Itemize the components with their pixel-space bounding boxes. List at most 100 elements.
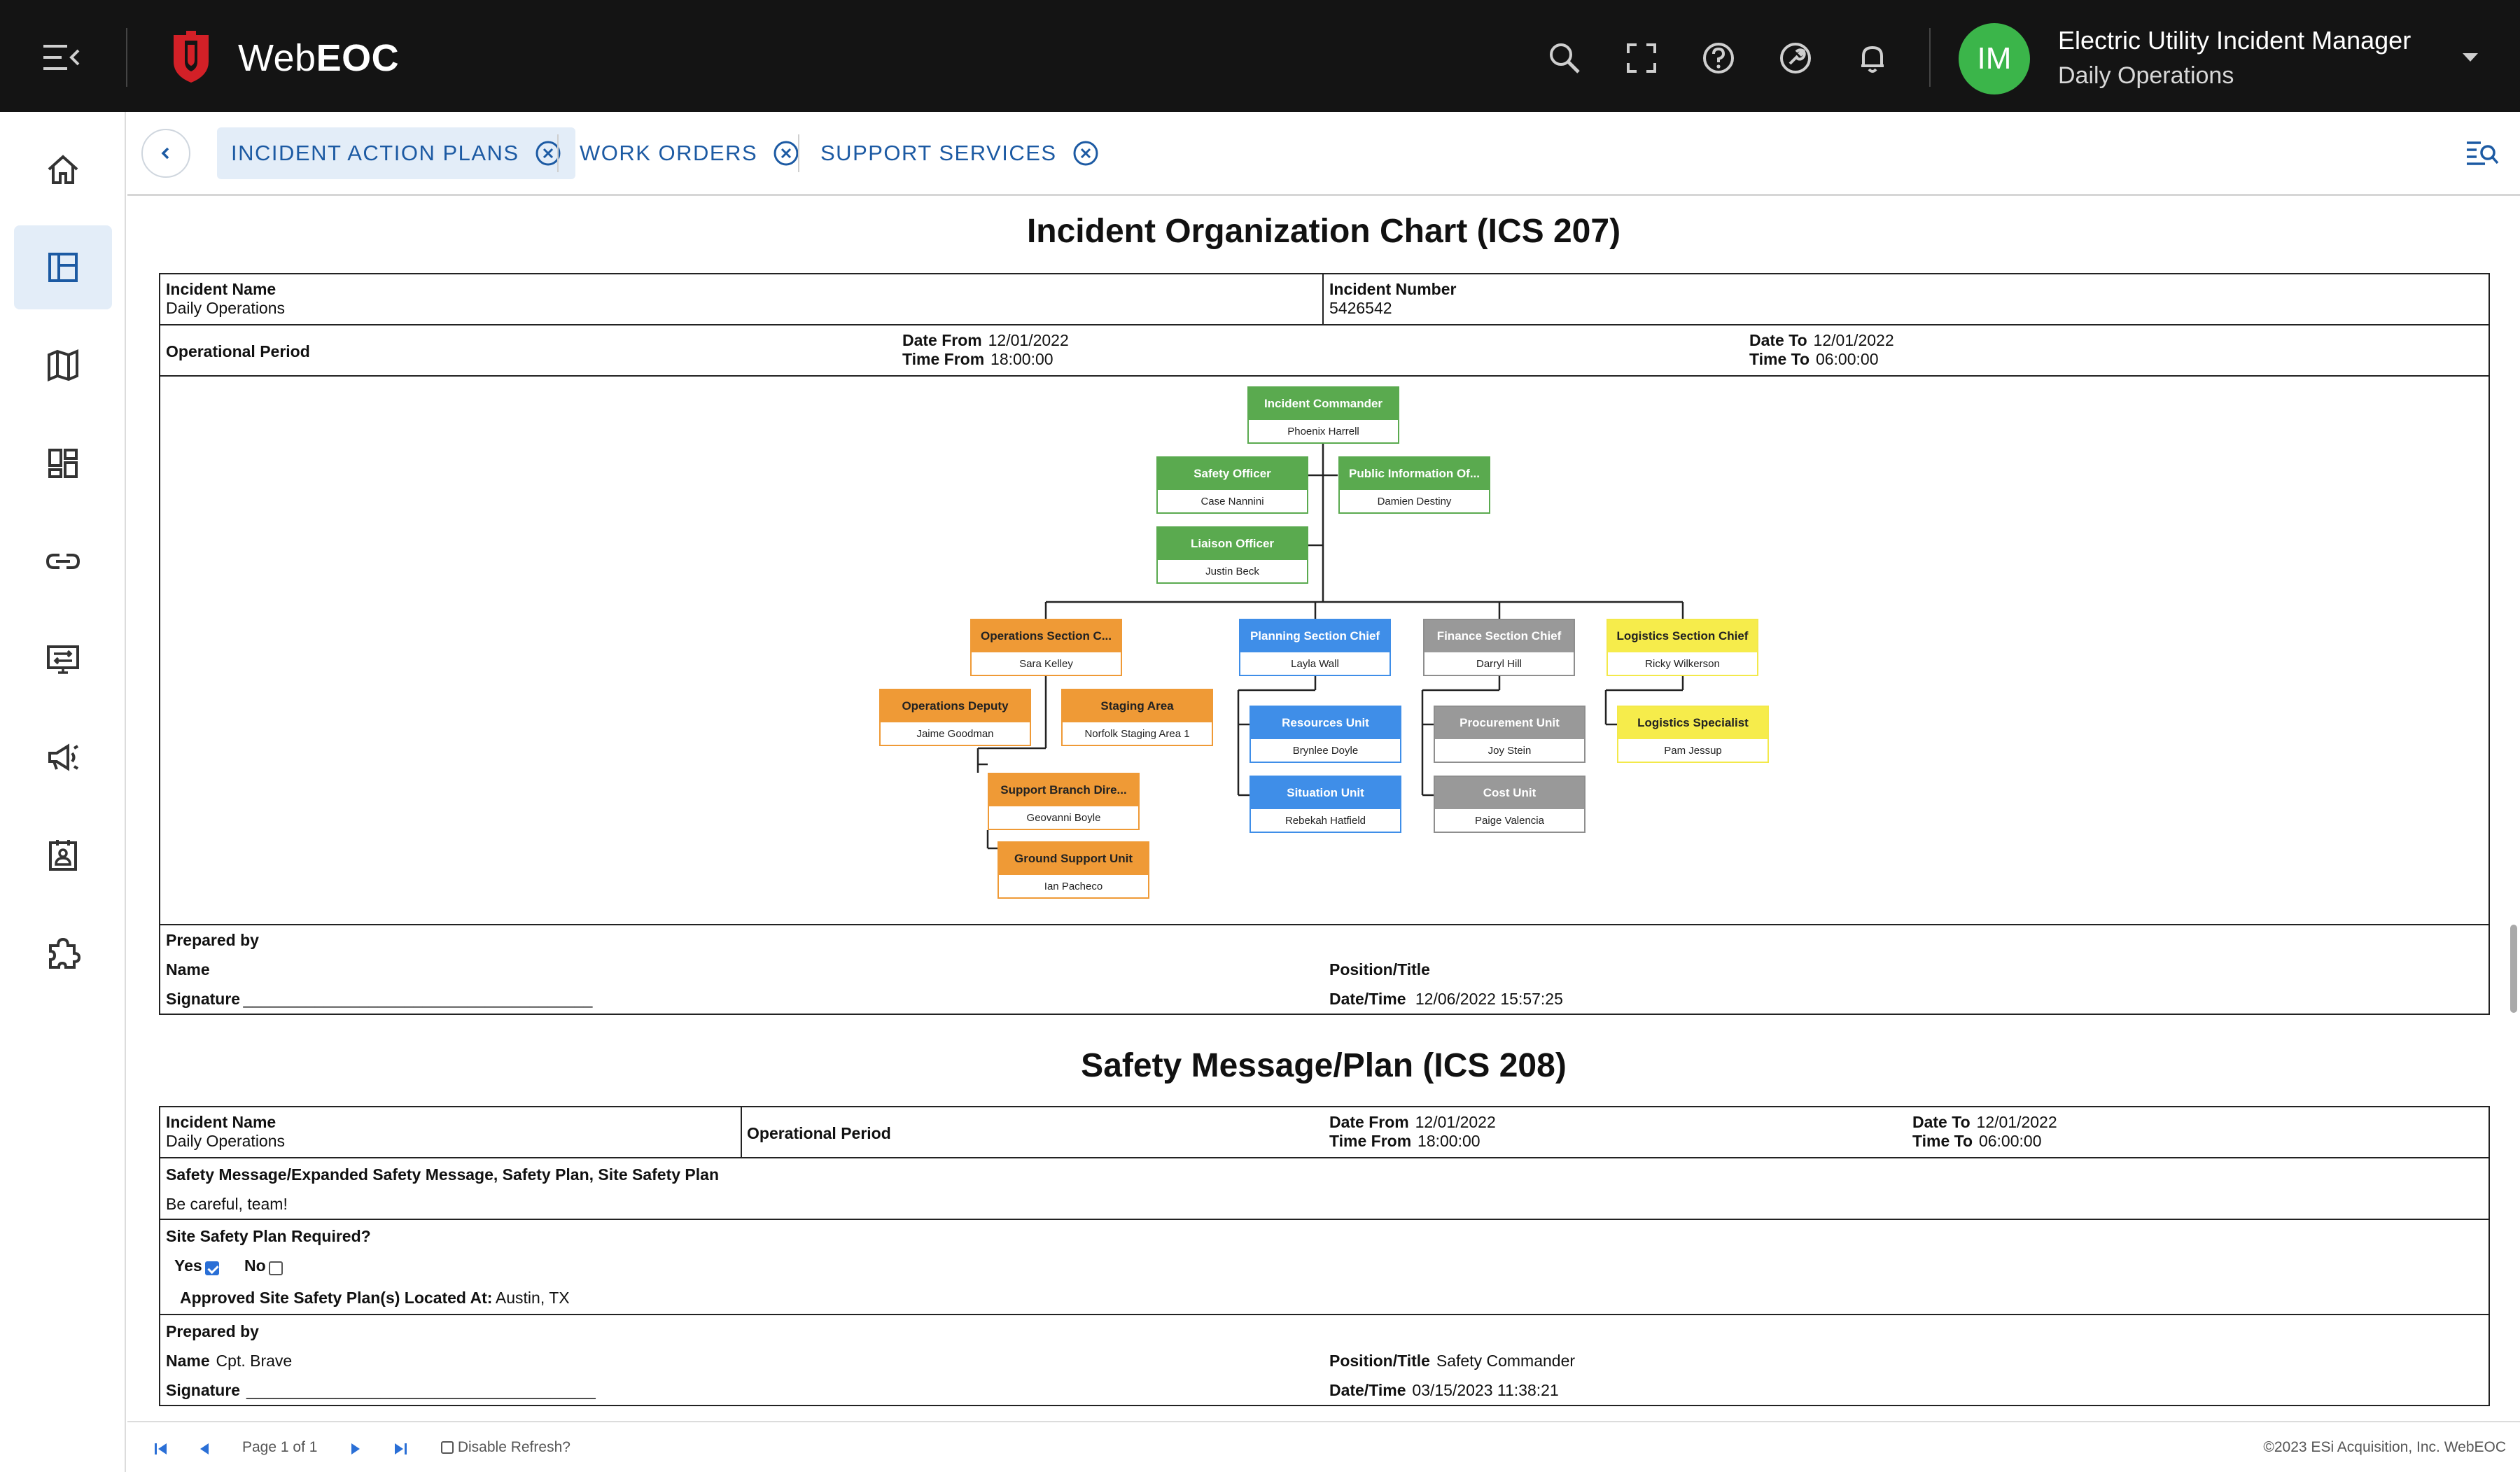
integration-icon: [47, 645, 79, 674]
first-page-icon[interactable]: [153, 1441, 169, 1457]
org-box-liaison-officer[interactable]: Liaison Officer Justin Beck: [1156, 526, 1308, 584]
org-box-operations-section-chief[interactable]: Operations Section C... Sara Kelley: [970, 619, 1122, 676]
sidebar-item-plugins[interactable]: [14, 911, 112, 995]
org-box-name: Joy Stein: [1488, 744, 1532, 757]
close-tab-icon[interactable]: [773, 140, 799, 167]
copyright: ©2023 ESi Acquisition, Inc. WebEOC: [2263, 1439, 2506, 1455]
org-box-title: Cost Unit: [1435, 777, 1584, 809]
prepared-by-label: Prepared by: [166, 931, 259, 949]
tab-incident-action-plans[interactable]: INCIDENT ACTION PLANS: [217, 127, 575, 179]
org-box-name: Ian Pacheco: [1044, 880, 1103, 892]
sidebar-item-contacts[interactable]: [14, 813, 112, 897]
org-box-logistics-section-chief[interactable]: Logistics Section Chief Ricky Wilkerson: [1606, 619, 1758, 676]
org-box-ground-support-unit[interactable]: Ground Support Unit Ian Pacheco: [997, 841, 1149, 899]
tab-label: SUPPORT SERVICES: [820, 141, 1057, 165]
org-box-finance-section-chief[interactable]: Finance Section Chief Darryl Hill: [1423, 619, 1575, 676]
org-box-support-branch-director[interactable]: Support Branch Dire... Geovanni Boyle: [988, 773, 1140, 830]
no-checkbox[interactable]: [269, 1261, 284, 1275]
org-box-title: Operations Deputy: [881, 690, 1030, 722]
boards-icon: [48, 253, 78, 282]
date-to-label: Date To: [1912, 1113, 1970, 1131]
tab-work-orders[interactable]: WORK ORDERS: [566, 127, 813, 179]
site-safety-plan-label: Site Safety Plan Required?: [166, 1227, 371, 1245]
next-page-icon[interactable]: [347, 1441, 364, 1457]
yes-checkbox[interactable]: [205, 1261, 220, 1275]
previous-page-icon[interactable]: [196, 1441, 213, 1457]
org-box-safety-officer[interactable]: Safety Officer Case Nannini: [1156, 456, 1308, 514]
topbar-divider: [1929, 28, 1931, 87]
org-box-procurement-unit[interactable]: Procurement Unit Joy Stein: [1434, 706, 1586, 763]
org-box-title: Planning Section Chief: [1240, 620, 1390, 652]
disable-refresh-checkbox[interactable]: [441, 1441, 454, 1455]
time-to-label: Time To: [1912, 1132, 1973, 1150]
no-label: No: [244, 1256, 266, 1275]
tab-bar: INCIDENT ACTION PLANS WORK ORDERS SUPPOR…: [127, 112, 2520, 196]
help-icon[interactable]: [1701, 41, 1736, 76]
close-tab-icon[interactable]: [535, 140, 561, 167]
date-to-value: 12/01/2022: [1976, 1113, 2057, 1131]
org-box-name: Geovanni Boyle: [1026, 811, 1101, 824]
date-from-label: Date From: [1329, 1113, 1409, 1131]
incident-name-value: Daily Operations: [166, 299, 286, 317]
org-box-name: Pam Jessup: [1664, 744, 1722, 757]
org-box-planning-section-chief[interactable]: Planning Section Chief Layla Wall: [1239, 619, 1391, 676]
org-box-name: Sara Kelley: [1019, 657, 1073, 670]
last-page-icon[interactable]: [392, 1441, 409, 1457]
sidebar-item-integration[interactable]: [14, 617, 112, 701]
datetime-value: 12/06/2022 15:57:25: [1415, 990, 1563, 1008]
collapse-menu-icon[interactable]: [43, 43, 80, 71]
yes-label: Yes: [174, 1256, 202, 1275]
link-icon: [46, 554, 80, 569]
time-to-value: 06:00:00: [1815, 350, 1879, 368]
disable-refresh-option: Disable Refresh?: [441, 1439, 570, 1456]
org-box-resources-unit[interactable]: Resources Unit Brynlee Doyle: [1250, 706, 1401, 763]
org-box-operations-deputy[interactable]: Operations Deputy Jaime Goodman: [879, 689, 1031, 746]
bell-icon[interactable]: [1855, 41, 1890, 76]
tools-icon[interactable]: [1778, 41, 1813, 76]
search-icon[interactable]: [1547, 41, 1582, 76]
org-box-incident-commander[interactable]: Incident Commander Phoenix Harrell: [1247, 386, 1399, 444]
sidebar-item-dashboard[interactable]: [14, 421, 112, 505]
time-to-label: Time To: [1749, 350, 1810, 368]
org-box-public-information-officer[interactable]: Public Information Of... Damien Destiny: [1338, 456, 1490, 514]
org-box-title: Situation Unit: [1251, 777, 1400, 809]
org-box-name: Layla Wall: [1291, 657, 1339, 670]
org-box-situation-unit[interactable]: Situation Unit Rebekah Hatfield: [1250, 776, 1401, 833]
sidebar-item-home[interactable]: [14, 127, 112, 211]
ics207-form: Incident Name Daily Operations Incident …: [159, 273, 2490, 1015]
org-box-name: Rebekah Hatfield: [1284, 814, 1366, 827]
safety-message-value: Be careful, team!: [166, 1195, 288, 1213]
sidebar-item-map[interactable]: [14, 323, 112, 407]
avatar[interactable]: IM: [1959, 23, 2030, 94]
sidebar-item-announcements[interactable]: [14, 715, 112, 799]
incident-name-label: Incident Name: [166, 280, 276, 298]
brand-name: WebEOC: [238, 37, 400, 79]
datetime-label: Date/Time: [1329, 990, 1406, 1008]
chevron-down-icon[interactable]: [2460, 50, 2481, 64]
back-button[interactable]: [141, 129, 190, 178]
org-box-title: Resources Unit: [1251, 707, 1400, 739]
page-info: Page 1 of 1: [242, 1439, 318, 1455]
position-title[interactable]: Electric Utility Incident Manager: [2058, 26, 2412, 55]
vertical-scrollbar[interactable]: [2510, 925, 2517, 1013]
org-box-cost-unit[interactable]: Cost Unit Paige Valencia: [1434, 776, 1586, 833]
incident-name[interactable]: Daily Operations: [2058, 62, 2234, 89]
org-box-staging-area[interactable]: Staging Area Norfolk Staging Area 1: [1061, 689, 1213, 746]
name-label: Name: [166, 960, 210, 979]
org-box-name: Ricky Wilkerson: [1645, 657, 1720, 670]
signature-label: Signature: [166, 990, 241, 1008]
tab-support-services[interactable]: SUPPORT SERVICES: [806, 127, 1113, 179]
fullscreen-icon[interactable]: [1624, 41, 1659, 76]
time-from-value: 18:00:00: [990, 350, 1054, 368]
sidebar-item-boards[interactable]: [14, 225, 112, 309]
yes-option: Yes: [174, 1256, 220, 1275]
time-from-label: Time From: [1329, 1132, 1412, 1150]
org-box-name: Brynlee Doyle: [1292, 744, 1359, 757]
sidebar-item-links[interactable]: [14, 519, 112, 603]
prepared-by-label: Prepared by: [166, 1322, 259, 1340]
close-tab-icon[interactable]: [1072, 140, 1099, 167]
search-list-icon[interactable]: [2465, 140, 2499, 168]
dashboard-icon: [48, 449, 78, 478]
org-box-logistics-specialist[interactable]: Logistics Specialist Pam Jessup: [1617, 706, 1769, 763]
datetime-label: Date/Time: [1329, 1381, 1406, 1399]
